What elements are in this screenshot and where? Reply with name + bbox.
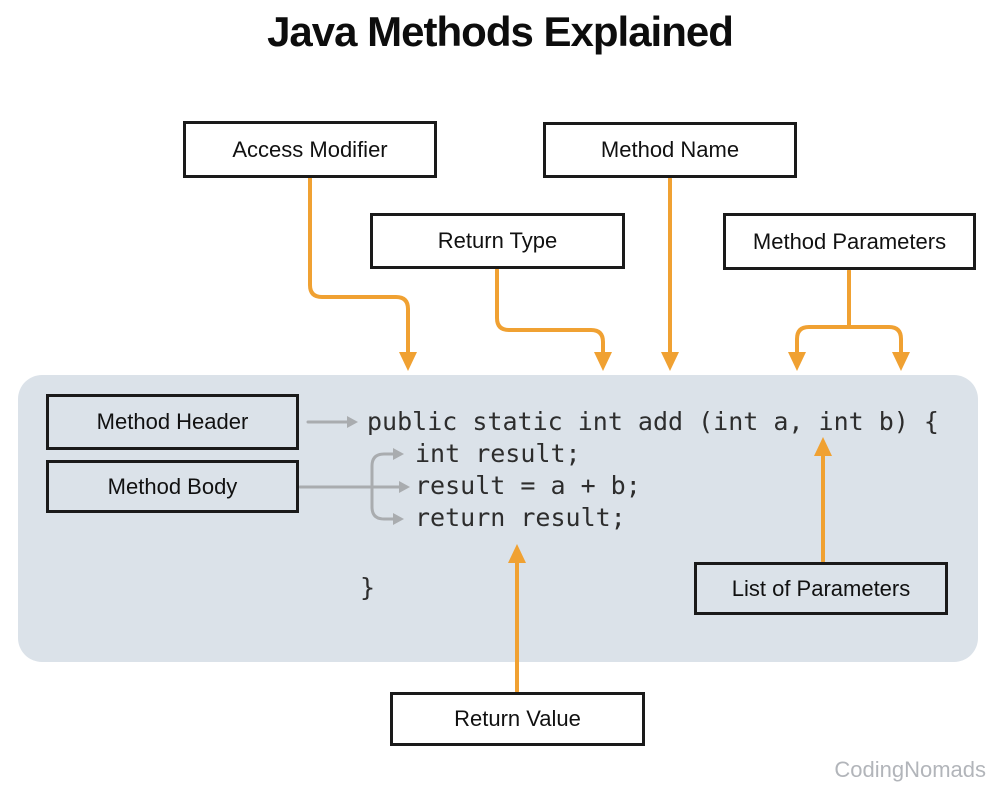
arrowhead <box>393 448 404 460</box>
watermark: CodingNomads <box>834 757 986 782</box>
return-type-label: Return Type <box>437 228 558 253</box>
code-line-closing-brace: } <box>360 573 376 602</box>
method-name-label-box: Method Name <box>543 122 797 178</box>
access-modifier-arrow <box>308 176 417 371</box>
arrowhead <box>347 416 358 428</box>
method-parameters-label-box: Method Parameters <box>723 213 976 270</box>
access-modifier-label-box: Access Modifier <box>183 121 437 178</box>
list-of-parameters-label-box: List of Parameters <box>694 562 948 615</box>
code-line-return-result: return result; <box>415 503 626 532</box>
method-body-label-box: Method Body <box>46 460 299 513</box>
page-title: Java Methods Explained <box>267 8 734 55</box>
access-modifier-label: Access Modifier <box>232 136 388 162</box>
method-name-label: Method Name <box>600 137 740 162</box>
return-type-arrow <box>495 268 612 371</box>
method-parameters-label: Method Parameters <box>752 228 947 254</box>
method-header-pointer-arrow <box>306 416 358 428</box>
arrowhead <box>594 352 612 371</box>
arrowhead <box>399 481 410 493</box>
list-of-parameters-arrow <box>814 437 832 563</box>
return-type-label-box: Return Type <box>370 213 625 269</box>
arrowhead <box>814 437 832 456</box>
method-body-pointer-arrows <box>298 448 410 525</box>
code-line-declare-result: int result; <box>415 439 581 468</box>
code-line-assign-result: result = a + b; <box>415 471 641 500</box>
list-of-parameters-label: List of Parameters <box>731 575 911 601</box>
method-name-arrow <box>661 177 679 371</box>
method-parameters-arrow <box>788 269 910 371</box>
code-line-method-header: public static int add (int a, int b) { <box>367 407 939 436</box>
arrowhead <box>788 352 806 371</box>
method-header-label: Method Header <box>96 409 249 434</box>
arrowhead <box>508 544 526 563</box>
arrowhead <box>661 352 679 371</box>
method-body-label: Method Body <box>107 473 238 499</box>
method-header-label-box: Method Header <box>46 394 299 450</box>
arrowhead <box>892 352 910 371</box>
return-value-arrow <box>508 544 526 693</box>
return-value-label: Return Value <box>454 706 581 731</box>
return-value-label-box: Return Value <box>390 692 645 746</box>
arrowhead <box>393 513 404 525</box>
arrowhead <box>399 352 417 371</box>
